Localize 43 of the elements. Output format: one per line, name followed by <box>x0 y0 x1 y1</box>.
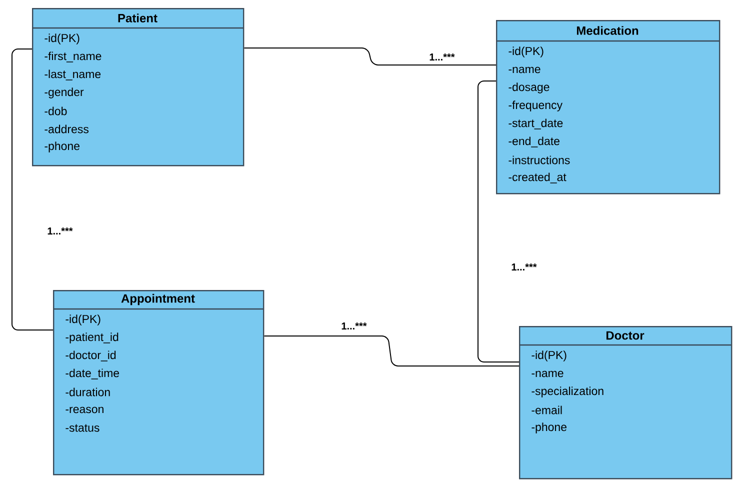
edge-label: 1...*** <box>340 322 368 330</box>
edge-label: 1...*** <box>428 52 456 62</box>
attribute-text: -status <box>66 424 100 432</box>
attribute-text: -frequency <box>508 100 562 112</box>
attribute-text: -gender <box>44 88 84 98</box>
edge-label: 1...*** <box>46 226 74 236</box>
class-title: Medication <box>576 26 638 35</box>
class-box <box>496 20 720 194</box>
attribute-text: -doctor_id <box>66 350 116 362</box>
connector-line <box>478 80 520 362</box>
class-box <box>32 8 244 166</box>
attribute-text: -end_date <box>508 136 560 148</box>
attribute-text: -first_name <box>44 52 102 62</box>
attribute-text: -dosage <box>508 82 550 94</box>
attribute-text: -phone <box>532 422 566 434</box>
attribute-text: -id(PK) <box>66 314 100 326</box>
connector-line <box>12 48 54 330</box>
attribute-text: -name <box>508 66 540 74</box>
attribute-text: -start_date <box>508 118 563 130</box>
attribute-text: -patient_id <box>66 332 118 344</box>
connector-line <box>264 336 520 366</box>
connector-line <box>244 48 496 66</box>
attribute-text: -last_name <box>44 70 101 80</box>
attribute-text: -phone <box>44 142 80 152</box>
class-title: Appointment <box>121 294 195 306</box>
class-title: Doctor <box>606 331 644 340</box>
edge-label: 1...*** <box>510 262 538 272</box>
attribute-text: -reason <box>66 406 104 414</box>
attribute-text: -address <box>44 124 89 134</box>
attribute-text: -specialization <box>532 386 604 398</box>
attribute-text: -email <box>532 406 562 414</box>
class-box <box>519 326 732 480</box>
class-box <box>53 290 264 476</box>
attribute-text: -dob <box>44 106 67 116</box>
attribute-text: -id(PK) <box>532 350 566 362</box>
attribute-text: -duration <box>66 388 110 396</box>
attribute-text: -name <box>532 370 564 378</box>
attribute-text: -created_at <box>508 172 566 184</box>
attribute-text: -date_time <box>66 368 120 380</box>
attribute-text: -id(PK) <box>508 46 544 58</box>
class-title: Patient <box>118 14 158 22</box>
attribute-text: -id(PK) <box>44 34 80 44</box>
attribute-text: -instructions <box>508 156 570 164</box>
